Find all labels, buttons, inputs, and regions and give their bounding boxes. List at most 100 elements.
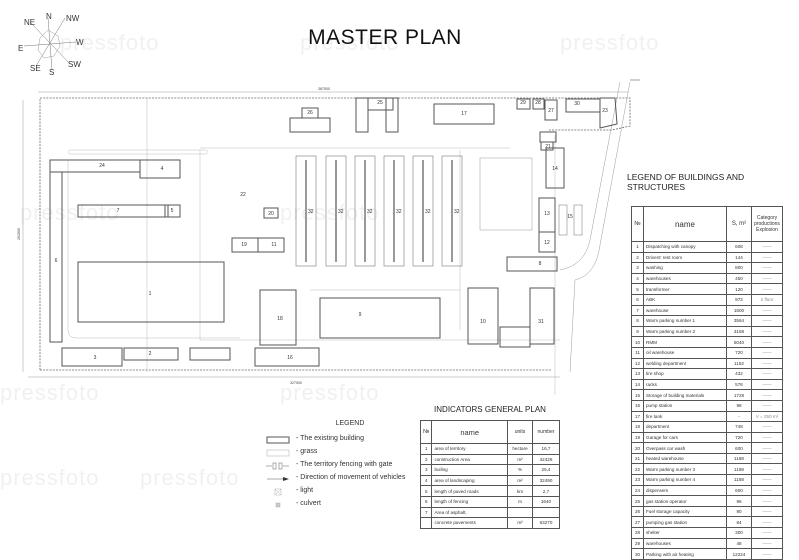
- indicators-general-plan: INDICATORS GENERAL PLAN № name units num…: [419, 405, 560, 529]
- cell-area: 5040: [726, 336, 752, 348]
- cell-name: heated warehouse: [643, 452, 727, 465]
- cell-name: pump station: [643, 399, 727, 412]
- cell-area: 1152: [726, 357, 752, 370]
- cell-cat: ——: [751, 304, 783, 317]
- watermark: pressfoto: [60, 30, 160, 55]
- compass-e: E: [18, 44, 24, 53]
- legend-label: - The territory fencing with gate: [296, 461, 393, 468]
- cell-area: 600: [726, 484, 752, 497]
- cell-name: construction Area: [431, 453, 508, 466]
- building-label: 14: [552, 166, 558, 172]
- cell-units: %: [507, 464, 533, 476]
- building-label: 27: [548, 108, 554, 114]
- cell-area: 3564: [726, 315, 752, 327]
- cell-no: 9: [631, 325, 644, 338]
- cell-area: 450: [726, 272, 752, 285]
- col-area: S, m²: [726, 206, 752, 242]
- building-label: 17: [461, 111, 467, 117]
- cell-area: 576: [726, 378, 752, 391]
- cell-area: 48: [726, 537, 752, 550]
- cell-name: oil warehouse: [643, 346, 727, 359]
- watermark: pressfoto: [20, 200, 120, 225]
- cell-name: welding department: [643, 357, 727, 370]
- cell-no: 4: [419, 474, 433, 487]
- cell-value: 63270: [532, 517, 560, 529]
- cell-name: warehouse: [643, 304, 727, 317]
- legend-label: - culvert: [296, 500, 321, 507]
- cell-cat: ——: [751, 399, 783, 412]
- cell-name: length of paved roads: [431, 485, 508, 497]
- cell-area: 800: [726, 262, 752, 274]
- watermark: pressfoto: [0, 380, 100, 405]
- building-label: 9: [359, 312, 362, 318]
- cell-name: Overpass car wash: [643, 442, 727, 454]
- cell-no: 1: [631, 241, 644, 253]
- building-label: 18: [277, 316, 283, 322]
- cell-no: 29: [631, 537, 644, 550]
- cell-no: 6: [631, 293, 644, 306]
- watermark: pressfoto: [140, 465, 240, 490]
- cell-name: Warm parking number 3: [643, 463, 727, 476]
- legend-label: - light: [296, 487, 314, 494]
- building-label: 23: [602, 108, 608, 114]
- cell-no: 14: [631, 378, 644, 391]
- cell-no: 5: [631, 283, 644, 295]
- cell-units: m²: [507, 517, 533, 529]
- existing-building-icon: [266, 436, 290, 444]
- building-label: 21: [545, 144, 551, 150]
- building-label: 8: [539, 261, 542, 267]
- cell-no: 2: [631, 251, 644, 264]
- cell-area: 720: [726, 431, 752, 444]
- cell-cat: ——: [751, 505, 783, 518]
- cell-area: 12224: [726, 548, 752, 560]
- dim-top: 387500: [318, 87, 330, 91]
- page-title: MASTER PLAN: [308, 26, 462, 49]
- cell-area: 1188: [726, 474, 752, 486]
- building-label: 24: [99, 163, 105, 169]
- cell-name: shelter: [643, 527, 727, 539]
- col-units: units: [507, 420, 533, 444]
- compass-w: W: [76, 38, 84, 47]
- cell-area: 432: [726, 368, 752, 380]
- cell-name: warehouses: [643, 272, 727, 285]
- building-label: 6: [55, 258, 58, 264]
- cell-cat: ——: [751, 463, 783, 476]
- cell-area: 1188: [726, 452, 752, 465]
- cell-no: 6: [419, 495, 433, 508]
- cell-name: Fuel storage capacity: [643, 505, 727, 518]
- cell-name: length of fencing: [431, 495, 508, 508]
- cell-no: 10: [631, 336, 644, 348]
- compass-n: N: [46, 12, 52, 21]
- col-category: Category productions Explosion: [751, 206, 783, 242]
- legend-of-buildings: LEGEND OF BUILDINGS AND STRUCTURES № nam…: [621, 172, 791, 560]
- cell-name: Parking with air heating: [643, 548, 727, 560]
- col-number: number: [532, 420, 560, 444]
- cell-value: 1640: [532, 495, 560, 508]
- building-label: 31: [538, 319, 544, 325]
- cell-name: racks: [643, 378, 727, 391]
- cell-no: 27: [631, 516, 644, 529]
- cell-no: 5: [419, 485, 433, 497]
- cell-cat: ——: [751, 452, 783, 465]
- cell-area: 748: [726, 421, 752, 433]
- cell-cat: ——: [751, 389, 783, 401]
- cell-value: 42426: [532, 453, 560, 466]
- cell-area: 1188: [726, 463, 752, 476]
- cell-units: m²: [507, 474, 533, 487]
